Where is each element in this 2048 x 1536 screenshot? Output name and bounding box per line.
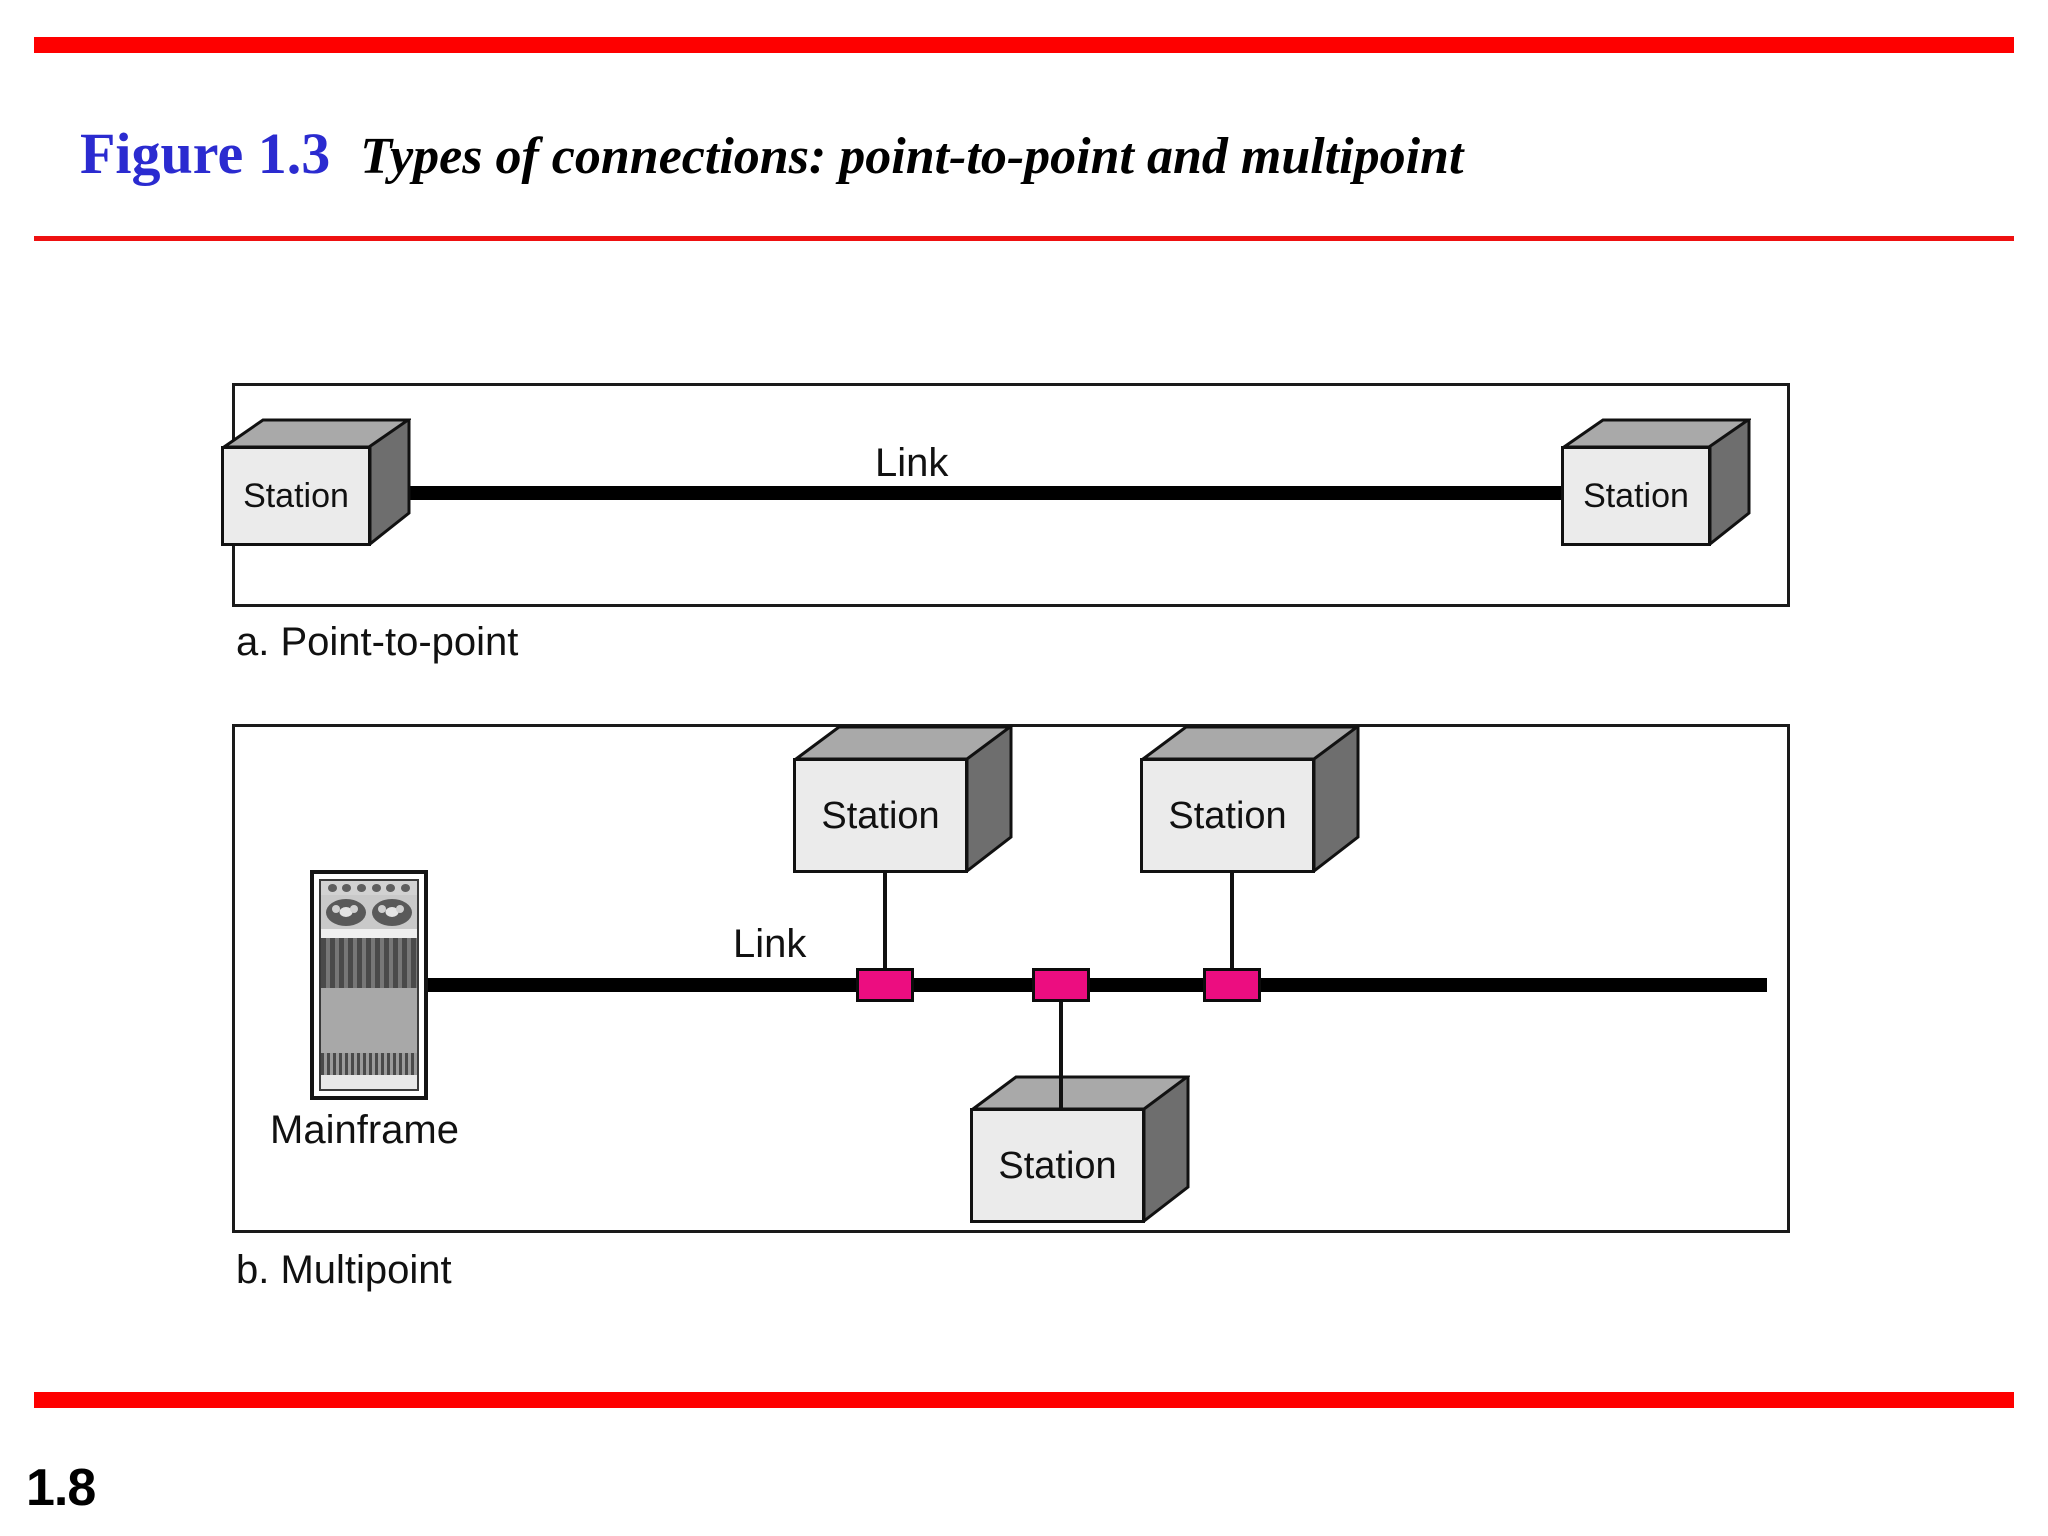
mainframe-gap (321, 929, 417, 938)
station-b-top-center[interactable]: Station (793, 725, 1013, 873)
drop-line-top-right (1230, 873, 1234, 983)
caption-multipoint: b. Multipoint (236, 1248, 452, 1292)
station-front-face: Station (1561, 446, 1711, 546)
station-b-bottom-center[interactable]: Station (970, 1075, 1190, 1223)
tape-reel-icon (326, 898, 367, 926)
station-top-face-icon (793, 725, 1013, 761)
station-top-face-icon (970, 1075, 1190, 1111)
mainframe-base (321, 1075, 417, 1089)
station-front-face: Station (1140, 758, 1315, 873)
drop-line-top-center (883, 873, 887, 983)
station-front-face: Station (221, 446, 371, 546)
link-label-a: Link (875, 441, 949, 485)
station-label: Station (1168, 794, 1287, 837)
mainframe-tape-reels (321, 895, 417, 929)
station-a-left[interactable]: Station (221, 418, 411, 546)
station-b-top-right[interactable]: Station (1140, 725, 1360, 873)
station-a-right[interactable]: Station (1561, 418, 1751, 546)
title-underline-rule (34, 236, 2014, 241)
mainframe-body (319, 879, 419, 1091)
connector-tap-3[interactable] (1203, 968, 1261, 1002)
station-label: Station (821, 794, 940, 837)
top-red-rule (34, 37, 2014, 53)
page-title: Figure 1.3 Types of connections: point-t… (80, 120, 1463, 187)
link-label-b: Link (733, 922, 807, 966)
station-top-face-icon (221, 418, 411, 449)
bottom-red-rule (34, 1392, 2014, 1408)
mainframe-vent-slats-upper (321, 938, 417, 988)
link-line-b (427, 978, 1767, 992)
connector-tap-2[interactable] (1032, 968, 1090, 1002)
drop-line-bottom-center (1059, 985, 1063, 1111)
mainframe-icon[interactable] (310, 870, 428, 1100)
tape-reel-icon (371, 898, 412, 926)
station-top-face-icon (1140, 725, 1360, 761)
figure-title-text: Types of connections: point-to-point and… (360, 128, 1464, 185)
mainframe-indicator-lights (321, 881, 417, 895)
station-front-face: Station (793, 758, 968, 873)
link-line-a (345, 486, 1567, 500)
station-label: Station (1583, 477, 1689, 515)
station-front-face: Station (970, 1108, 1145, 1223)
page-number: 1.8 (26, 1459, 96, 1517)
mainframe-panel-blank (321, 988, 417, 1053)
station-label: Station (998, 1144, 1117, 1187)
panel-multipoint: Link Station Station (232, 724, 1790, 1233)
station-top-face-icon (1561, 418, 1751, 449)
connector-tap-1[interactable] (856, 968, 914, 1002)
station-label: Station (243, 477, 349, 515)
figure-number: Figure 1.3 (80, 121, 331, 186)
panel-point-to-point: Link Station Station (221, 383, 1790, 607)
caption-point-to-point: a. Point-to-point (236, 620, 519, 664)
mainframe-label: Mainframe (270, 1108, 459, 1152)
